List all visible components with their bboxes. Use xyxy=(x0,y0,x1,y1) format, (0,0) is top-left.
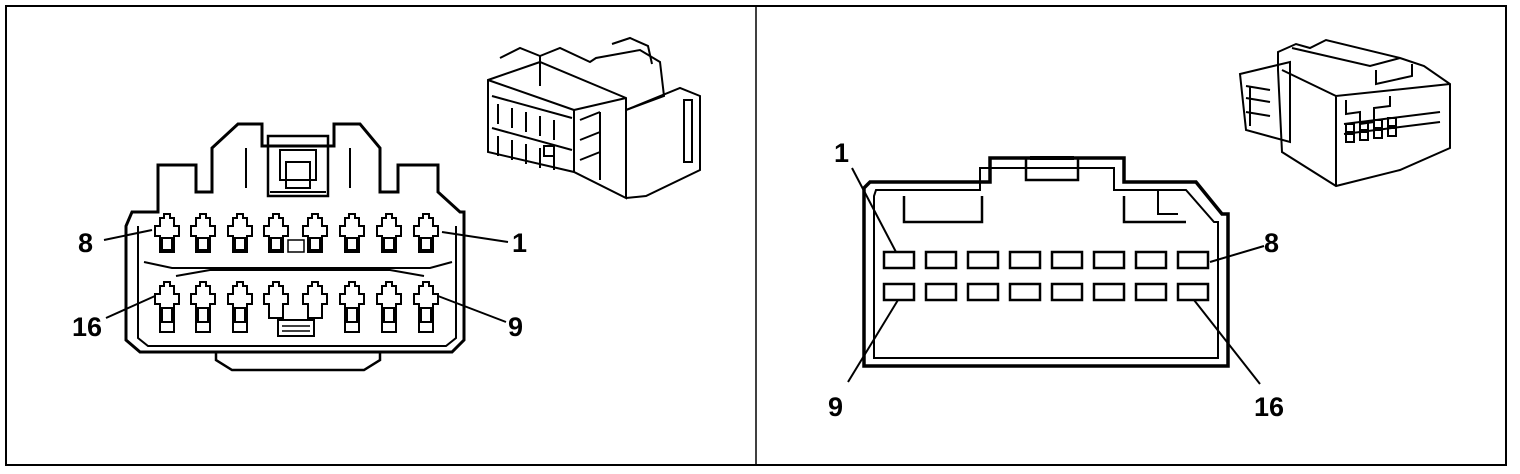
right-pin-cavities xyxy=(882,250,1210,302)
right-leader-lines xyxy=(847,167,1265,385)
right-connector-isometric-view xyxy=(1238,38,1451,188)
left-leader-lines xyxy=(103,229,509,323)
left-top-terminals xyxy=(154,213,439,253)
left-panel: 8 1 16 9 xyxy=(72,36,701,372)
right-pin-label-8: 8 xyxy=(1264,228,1279,258)
left-pin-label-8: 8 xyxy=(78,228,93,258)
right-connector-face xyxy=(862,156,1230,368)
left-connector-isometric-view xyxy=(487,36,701,200)
left-connector-face xyxy=(124,122,466,372)
right-pin-label-9: 9 xyxy=(828,392,843,422)
right-pin-label-1: 1 xyxy=(834,138,849,168)
left-pin-label-16: 16 xyxy=(72,312,102,342)
right-panel: 1 8 9 16 xyxy=(828,38,1451,422)
left-bottom-terminals xyxy=(154,281,439,333)
left-pin-label-1: 1 xyxy=(512,228,527,258)
right-pin-label-16: 16 xyxy=(1254,392,1284,422)
left-pin-label-9: 9 xyxy=(508,312,523,342)
